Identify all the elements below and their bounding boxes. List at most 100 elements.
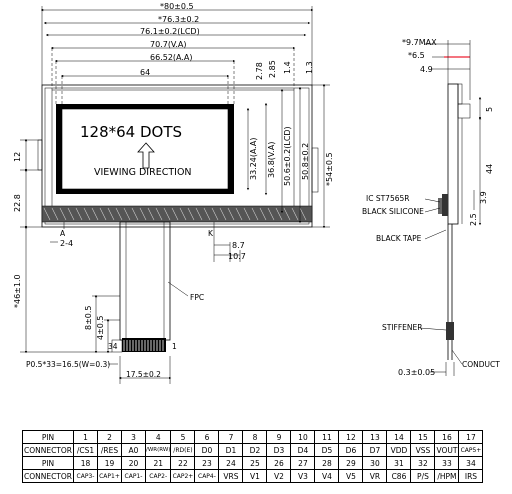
table-header: PIN xyxy=(22,456,74,470)
table-cell: D4 xyxy=(290,443,316,457)
table-cell: 11 xyxy=(314,430,340,444)
anode-label: A xyxy=(60,229,66,238)
fpc-pin1-label: 1 xyxy=(172,342,177,351)
table-cell: 12 xyxy=(338,430,364,444)
table-header: PIN xyxy=(22,430,74,444)
pin-row-1: PIN 1 2 3 4 5 6 7 8 9 10 11 12 13 14 15 … xyxy=(22,430,484,444)
fpc-contacts xyxy=(122,338,166,352)
table-cell: 16 xyxy=(434,430,460,444)
table-cell: C86 xyxy=(386,469,412,483)
table-cell: CAP2+ xyxy=(170,469,196,483)
table-cell: V3 xyxy=(290,469,316,483)
table-cell: 13 xyxy=(362,430,388,444)
dim-6-5: *6.5 xyxy=(408,51,425,60)
table-cell: D3 xyxy=(266,443,292,457)
dim-1-4: 1.4 xyxy=(283,61,292,74)
dim-0-3: 0.3±0.05 xyxy=(398,368,435,377)
table-cell: CAP4- xyxy=(194,469,220,483)
table-cell: 1 xyxy=(73,430,98,444)
dim-44: 44 xyxy=(485,164,494,174)
table-cell: VRS xyxy=(218,469,244,483)
table-cell: VDD xyxy=(386,443,412,457)
table-cell: D1 xyxy=(218,443,244,457)
table-cell: 29 xyxy=(338,456,364,470)
right-dimensions: 2.78 2.85 1.4 1.3 33.24(A.A) 36.8(V.A) 5… xyxy=(213,60,334,262)
table-cell: /CS1 xyxy=(73,443,98,457)
table-cell: 24 xyxy=(218,456,244,470)
dim-2-4: 2-4 xyxy=(60,239,73,248)
pin-row-2: CONNECTOR /CS1 /RES A0 /WR(RW) /RD(E) D0… xyxy=(22,443,484,457)
table-cell: CAP2- xyxy=(144,469,172,483)
table-cell: D5 xyxy=(314,443,340,457)
dim-2-78: 2.78 xyxy=(255,62,264,80)
table-cell: D6 xyxy=(338,443,364,457)
table-cell: 10 xyxy=(290,430,316,444)
table-cell: /WR(RW) xyxy=(144,443,172,457)
dim-1-3: 1.3 xyxy=(305,61,314,74)
table-cell: 9 xyxy=(266,430,292,444)
fpc-pin34-label: 34 xyxy=(108,342,118,351)
pin-row-3: PIN 18 19 20 21 22 23 24 25 26 27 28 29 … xyxy=(22,456,484,470)
table-cell: 28 xyxy=(314,456,340,470)
dim-2-85: 2.85 xyxy=(268,60,277,78)
table-cell: 2 xyxy=(97,430,122,444)
dim-height-54: *54±0.5 xyxy=(325,152,334,186)
dim-lcd-width: 76.1±0.2(LCD) xyxy=(140,27,200,36)
dim-4: 4±0.5 xyxy=(96,315,105,340)
dim-12: 12 xyxy=(13,152,22,162)
table-cell: /RES xyxy=(97,443,122,457)
table-cell: 19 xyxy=(97,456,122,470)
dim-lcd-height: 50.6±0.2(LCD) xyxy=(283,126,292,186)
table-cell: 8 xyxy=(242,430,268,444)
stiffener-label: STIFFENER xyxy=(382,323,422,332)
table-cell: 33 xyxy=(434,456,460,470)
conduct-label: CONDUCT xyxy=(462,360,500,369)
table-cell: D7 xyxy=(362,443,388,457)
fpc-label: FPC xyxy=(190,293,204,302)
table-cell: IRS xyxy=(458,469,484,483)
dim-64: 64 xyxy=(140,68,150,77)
table-header: CONNECTOR xyxy=(22,443,74,457)
table-cell: A0 xyxy=(121,443,146,457)
front-view: 128*64 DOTS VIEWING DIRECTION A K xyxy=(37,84,319,238)
table-cell: 6 xyxy=(194,430,220,444)
table-cell: V5 xyxy=(338,469,364,483)
dim-3-9: 3.9 xyxy=(479,191,488,204)
table-header: CONNECTOR xyxy=(22,469,74,483)
table-cell: CAP3- xyxy=(73,469,98,483)
table-cell: V2 xyxy=(266,469,292,483)
table-cell: 30 xyxy=(362,456,388,470)
table-cell: 25 xyxy=(242,456,268,470)
table-cell: CAP1+ xyxy=(97,469,122,483)
table-cell: D2 xyxy=(242,443,268,457)
dim-10-7: 10.7 xyxy=(228,252,246,261)
black-tape-label: BLACK TAPE xyxy=(376,234,422,243)
table-cell: 31 xyxy=(386,456,412,470)
table-cell: VOUT xyxy=(434,443,460,457)
ic-label: IC ST7565R xyxy=(366,194,409,203)
dim-50-8: 50.8±0.2 xyxy=(301,143,310,180)
pin-table: PIN 1 2 3 4 5 6 7 8 9 10 11 12 13 14 15 … xyxy=(22,430,484,483)
dim-aa-width: 66.52(A.A) xyxy=(150,53,193,62)
table-cell: 18 xyxy=(73,456,98,470)
table-cell: 20 xyxy=(121,456,146,470)
pcb-bottom-strip xyxy=(41,205,313,223)
dim-8: 8±0.5 xyxy=(84,305,93,330)
dim-aa-height: 33.24(A.A) xyxy=(249,138,258,181)
table-cell: 7 xyxy=(218,430,244,444)
table-cell: 3 xyxy=(121,430,146,444)
table-cell: CAP5+ xyxy=(458,443,484,457)
lcd-module-drawing: 128*64 DOTS VIEWING DIRECTION A K 34 1 F… xyxy=(13,2,500,384)
dim-4-9: 4.9 xyxy=(420,65,433,74)
pin-row-4: CONNECTOR CAP3- CAP1+ CAP1- CAP2- CAP2+ … xyxy=(22,469,484,483)
table-cell: 21 xyxy=(144,456,172,470)
dim-width-76-3: *76.3±0.2 xyxy=(158,15,199,24)
table-cell: 14 xyxy=(386,430,412,444)
table-cell: 5 xyxy=(170,430,196,444)
table-cell: 27 xyxy=(290,456,316,470)
table-cell: 15 xyxy=(410,430,436,444)
dim-8-7: 8.7 xyxy=(232,241,245,250)
table-cell: CAP1- xyxy=(121,469,146,483)
table-cell: /RD(E) xyxy=(170,443,196,457)
table-cell: D0 xyxy=(194,443,220,457)
